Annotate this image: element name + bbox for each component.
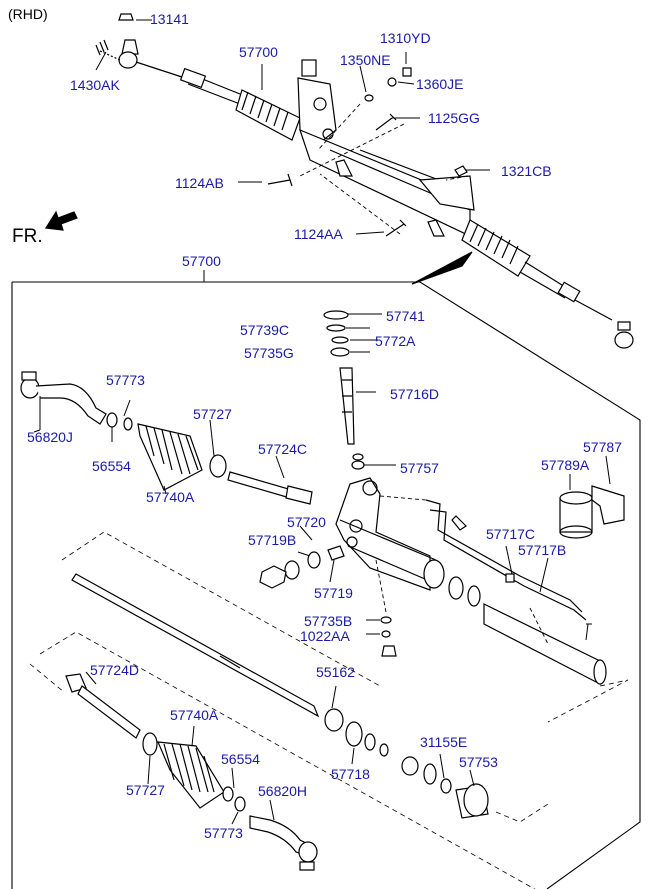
part-label-57717B[interactable]: 57717B xyxy=(518,542,567,558)
part-label-57719[interactable]: 57719 xyxy=(314,585,353,601)
steering-rack-bar xyxy=(71,573,489,819)
part-label-57787[interactable]: 57787 xyxy=(583,439,622,455)
part-label-57716D[interactable]: 57716D xyxy=(390,386,440,402)
part-label-1124AB[interactable]: 1124AB xyxy=(175,175,224,191)
part-label-1310YD[interactable]: 1310YD xyxy=(380,30,431,46)
variant-label: (RHD) xyxy=(8,6,48,22)
construction-lines xyxy=(29,531,629,889)
part-label-1124AA[interactable]: 1124AA xyxy=(294,226,343,242)
pinion-seal-parts xyxy=(323,310,396,470)
part-label-56820H[interactable]: 56820H xyxy=(258,783,308,799)
cylinder-tube xyxy=(483,603,607,686)
left-boot-exploded xyxy=(137,419,227,495)
part-label-57753[interactable]: 57753 xyxy=(459,754,498,770)
part-label-57724D[interactable]: 57724D xyxy=(90,662,140,678)
right-boot-exploded xyxy=(142,725,246,825)
part-label-57717C[interactable]: 57717C xyxy=(486,526,536,542)
part-label-5772A[interactable]: 5772A xyxy=(375,333,416,349)
top-fasteners xyxy=(118,13,468,237)
part-label-57727-bottom[interactable]: 57727 xyxy=(126,782,165,798)
top-left-boot xyxy=(235,89,301,141)
part-label-57724C[interactable]: 57724C xyxy=(258,441,308,457)
part-label-31155E[interactable]: 31155E xyxy=(420,734,468,750)
part-label-1125GG[interactable]: 1125GG xyxy=(428,110,480,126)
right-tie-rod-end xyxy=(249,799,318,871)
hydraulic-lines xyxy=(425,499,587,621)
part-label-57718[interactable]: 57718 xyxy=(331,766,370,782)
part-label-56554-top[interactable]: 56554 xyxy=(92,458,131,474)
exploded-view-frame xyxy=(11,281,641,889)
inner-tie-rod-upper xyxy=(227,455,313,505)
top-right-boot xyxy=(461,219,531,277)
mount-bushing-bracket xyxy=(559,455,625,539)
part-label-55162[interactable]: 55162 xyxy=(316,664,355,680)
part-label-57720[interactable]: 57720 xyxy=(287,514,326,530)
part-label-57773-top[interactable]: 57773 xyxy=(106,372,145,388)
rack-housing-exploded xyxy=(259,477,481,657)
front-direction-label: FR. xyxy=(12,226,43,247)
part-label-1022AA[interactable]: 1022AA xyxy=(300,628,350,644)
part-label-57740A-bottom[interactable]: 57740A xyxy=(170,707,219,723)
inner-tie-rod-lower xyxy=(65,671,141,739)
part-label-57700-top[interactable]: 57700 xyxy=(239,44,278,60)
part-label-56554-bottom[interactable]: 56554 xyxy=(221,751,260,767)
part-label-57719B[interactable]: 57719B xyxy=(248,532,297,548)
left-tie-rod-end xyxy=(20,371,133,442)
part-label-57740A-top[interactable]: 57740A xyxy=(146,489,195,505)
part-label-1321CB[interactable]: 1321CB xyxy=(501,163,552,179)
top-assembly-drawing xyxy=(44,13,634,349)
part-label-57727-top[interactable]: 57727 xyxy=(193,406,232,422)
top-valve-housing xyxy=(297,59,337,147)
part-label-57739C[interactable]: 57739C xyxy=(240,322,290,338)
part-label-57773-bottom[interactable]: 57773 xyxy=(204,825,243,841)
part-label-56820J[interactable]: 56820J xyxy=(27,429,73,445)
part-label-57741[interactable]: 57741 xyxy=(386,308,425,324)
part-label-57735B[interactable]: 57735B xyxy=(304,613,353,629)
part-label-13141[interactable]: 13141 xyxy=(150,11,189,27)
part-label-1360JE[interactable]: 1360JE xyxy=(416,76,464,92)
part-label-1430AK[interactable]: 1430AK xyxy=(70,77,120,93)
assembly-label-57700[interactable]: 57700 xyxy=(182,253,221,269)
part-label-1350NE[interactable]: 1350NE xyxy=(340,52,391,68)
part-label-57757[interactable]: 57757 xyxy=(400,460,439,476)
part-label-57789A[interactable]: 57789A xyxy=(541,457,590,473)
part-label-57735G[interactable]: 57735G xyxy=(244,345,294,361)
